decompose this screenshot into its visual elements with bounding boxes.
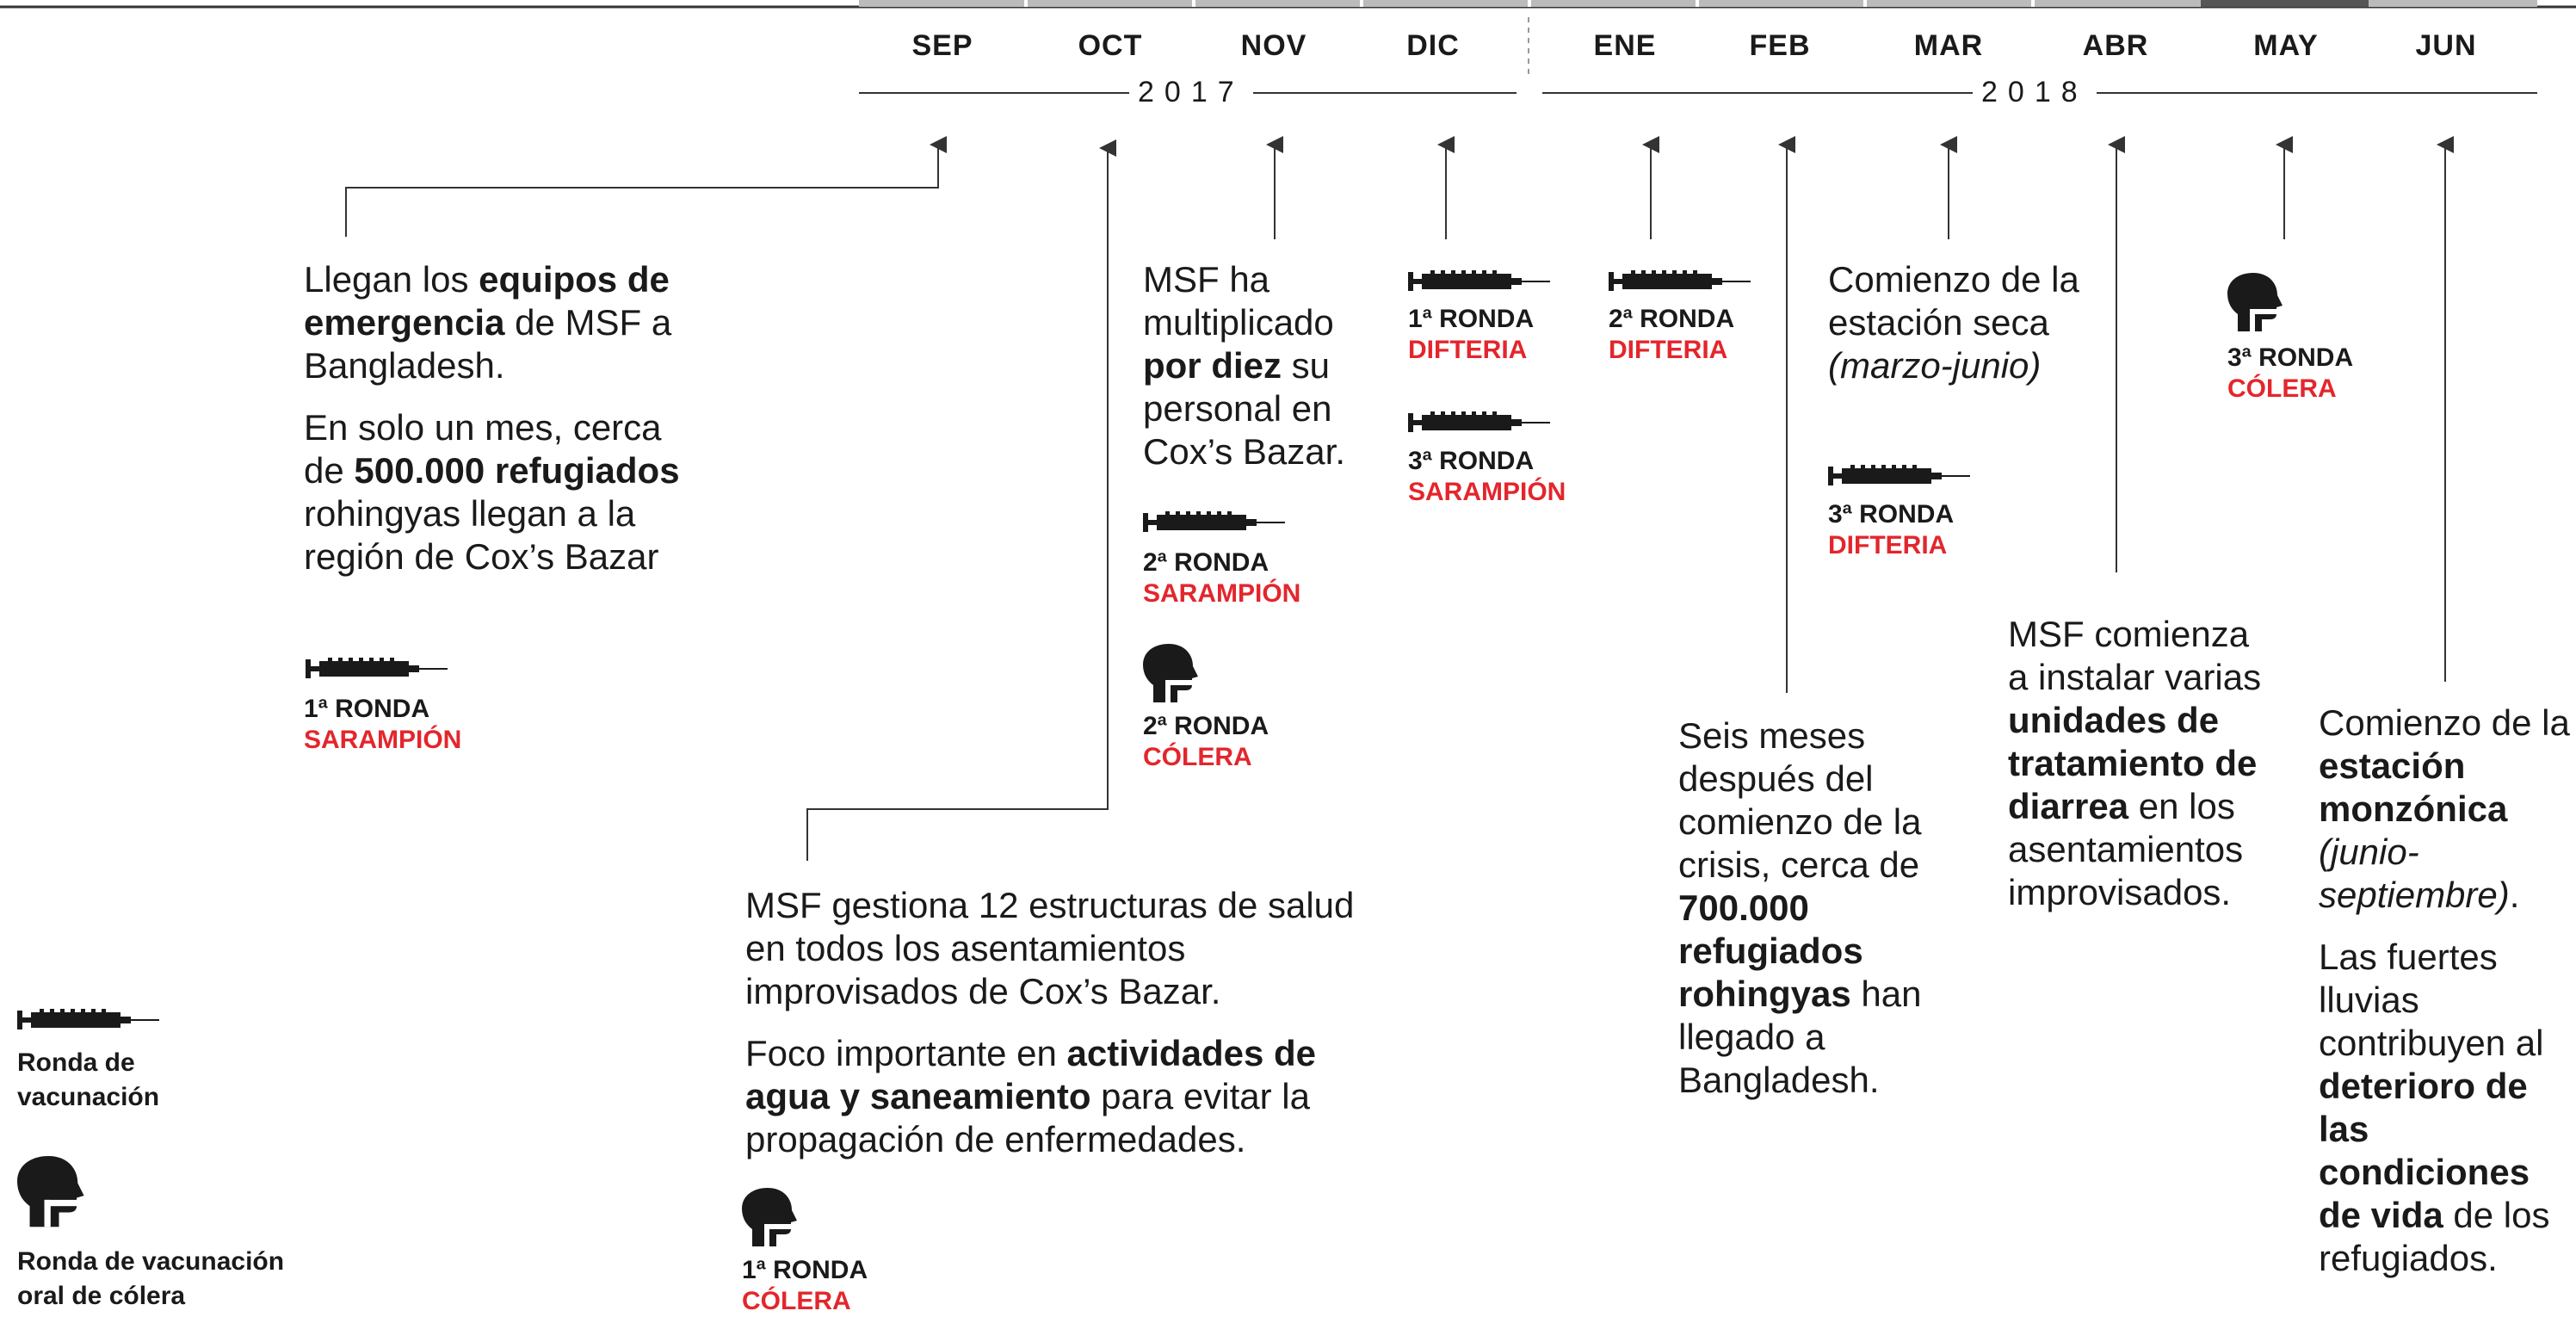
year-2017: 2017 [1129,76,1253,109]
event-oct-p2: Foco importante en actividades de agua y… [745,1033,1316,1159]
event-sep-p2: En solo un mes, cerca de 500.000 refugia… [304,407,680,577]
head-icon [1143,642,1200,702]
syringe-icon [17,1005,159,1035]
head-icon [2227,271,2284,331]
head-icon [17,1151,86,1230]
month-abr: ABR [2082,29,2149,62]
head-icon [742,1186,799,1246]
month-oct: OCT [1078,29,1143,62]
syringe-icon [1143,508,1285,537]
legend-syringe-text: Ronda de vacunación [17,1048,160,1111]
event-sep-p1: Llegan los equipos de emergencia de MSF … [304,259,672,386]
syringe-icon [1828,461,1970,491]
month-dic: DIC [1406,29,1460,62]
legend-head-text: Ronda de vacunación oral de cólera [17,1247,285,1310]
syringe-icon [1408,267,1550,296]
syringe-icon [1609,267,1751,296]
event-feb-p1: Seis meses después del comienzo de la cr… [1678,715,1922,1100]
event-mar-p1: Comienzo de la estación seca (marzo-juni… [1828,259,2079,386]
connector-oct [806,139,1116,861]
event-sep: Llegan los equipos de emergencia de MSF … [304,258,708,597]
event-abr-p1: MSF comienza a instalar varias unidades … [2008,614,2262,912]
connector-sep [345,136,947,237]
event-nov: MSF ha multiplicado por diez su personal… [1143,258,1367,492]
month-nov: NOV [1240,29,1307,62]
month-ene: ENE [1593,29,1657,62]
event-mar: Comienzo de la estación seca (marzo-juni… [1828,258,2086,406]
month-jun: JUN [2415,29,2477,62]
event-jun-p1: Comienzo de la estación monzónica (junio… [2319,702,2570,915]
month-feb: FEB [1749,29,1811,62]
month-may: MAY [2253,29,2319,62]
event-oct-p1: MSF gestiona 12 estructuras de salud en … [745,885,1355,1011]
year-2018: 2018 [1973,76,2097,109]
month-mar: MAR [1913,29,1984,62]
month-sep: SEP [911,29,973,62]
event-jun-p2: Las fuertes lluvias contribuyen al deter… [2319,937,2550,1278]
event-jun: Comienzo de la estación monzónica (junio… [2319,702,2573,1299]
event-feb: Seis meses después del comienzo de la cr… [1678,714,1945,1121]
event-oct: MSF gestiona 12 estructuras de salud en … [745,884,1399,1180]
event-nov-p1: MSF ha multiplicado por diez su personal… [1143,259,1345,472]
syringe-icon [306,654,448,683]
event-abr: MSF comienza a instalar varias unidades … [2008,613,2266,933]
top-month-bar [859,0,2537,7]
syringe-icon [1408,408,1550,437]
